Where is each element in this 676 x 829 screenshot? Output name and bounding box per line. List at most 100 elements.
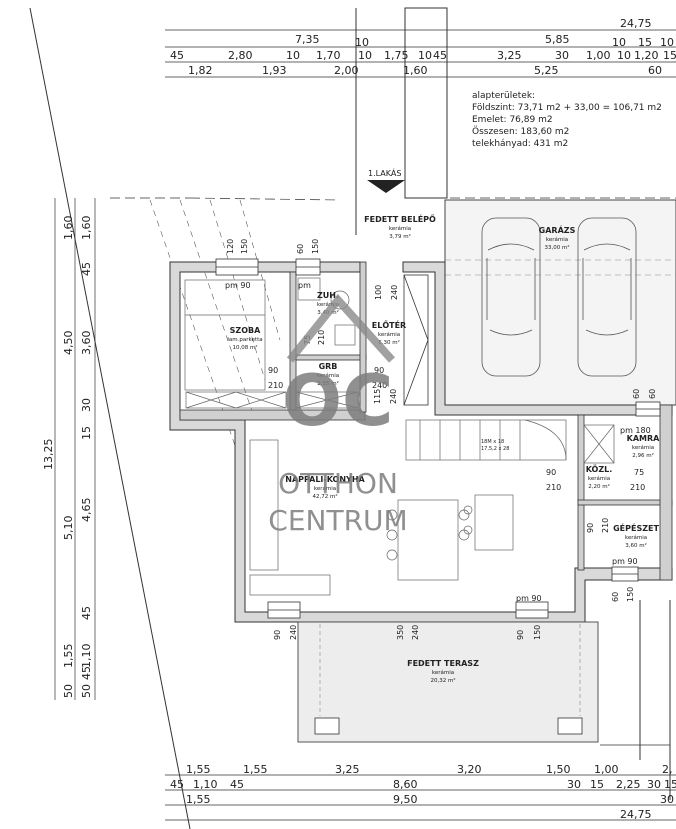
dim-label: 10 (660, 36, 674, 49)
dim-label: 30 (647, 778, 661, 791)
dim-label: 2, (662, 763, 673, 776)
opening-label: pm 90 (225, 281, 251, 290)
building-walls (169, 261, 673, 623)
dim-label: 15 (590, 778, 604, 791)
opening-label: 150 (311, 239, 320, 254)
stair-note: 18M x 18 (481, 439, 504, 445)
opening-label: 90 (546, 468, 556, 477)
dim-label: 1,93 (262, 64, 287, 77)
dim-label: 2,80 (228, 49, 253, 62)
dim-label: 3,25 (497, 49, 522, 62)
stair-note: 17,5,2 x 28 (481, 446, 509, 452)
dim-label: 45 (230, 778, 244, 791)
area-info-line: Összesen: 183,60 m2 (472, 126, 569, 137)
room-name: NAPPALI-KONYHA (285, 475, 365, 484)
top-dimension-labels: 24,75 7,35 10 5,85 10 15 10 45 2,80 10 1… (170, 17, 676, 77)
dim-label: 1,82 (188, 64, 213, 77)
dim-label: 1,00 (586, 49, 611, 62)
left-dimension-labels: 13,25 1,60 4,50 5,10 1,55 50 1,60 45 3,6… (42, 216, 93, 699)
watermark-line1: OTTHON (278, 467, 398, 500)
terrace (297, 621, 599, 743)
room-name: SZOBA (230, 326, 261, 335)
plot-boundary (29, 7, 676, 829)
opening-label: pm (298, 281, 311, 290)
dim-label: 50 (62, 684, 75, 698)
watermark-logo: OC (283, 360, 394, 442)
dim-label: 45 (80, 606, 93, 620)
dim-label: 15 (664, 778, 676, 791)
bottom-dimension-labels: 1,55 1,55 3,25 3,20 1,50 1,00 2, 45 1,10… (170, 763, 676, 821)
dimension-lines-bottom (165, 774, 676, 821)
dim-label: 2,25 (616, 778, 641, 791)
dim-label: 1,55 (186, 763, 211, 776)
area-info-line: Földszint: 73,71 m2 + 33,00 = 106,71 m2 (472, 103, 662, 113)
room-area: 20,32 m² (430, 677, 455, 684)
dim-label: 1,55 (243, 763, 268, 776)
room-name: ELŐTÉR (372, 319, 406, 330)
opening-label: 100 (374, 285, 383, 300)
dim-label: 45 (170, 49, 184, 62)
dim-label: 1,75 (384, 49, 409, 62)
home-logo-icon (286, 293, 395, 363)
area-info-line: telekhányad: 431 m2 (472, 139, 568, 149)
opening-label: 60 (648, 389, 657, 399)
opening-label: 90 (586, 523, 595, 533)
dim-label: 1,70 (316, 49, 341, 62)
dim-label: 9,50 (393, 793, 418, 806)
opening-label: 60 (611, 592, 620, 602)
opening-label: 210 (630, 483, 645, 492)
opening-label: pm 90 (516, 594, 542, 603)
dim-label: 15 (663, 49, 676, 62)
room-area: 42,72 m² (312, 493, 337, 500)
opening-label: 240 (289, 625, 298, 640)
room-area: 6,30 m² (378, 339, 400, 346)
room-area: 2,96 m² (632, 452, 654, 459)
dim-label: 1,55 (62, 644, 75, 669)
dim-label: 3,20 (457, 763, 482, 776)
car-icon (577, 217, 637, 377)
opening-label: pm 90 (612, 557, 638, 566)
area-info-heading: alapterületek: (472, 91, 535, 101)
room-area: 2,20 m² (588, 483, 610, 490)
opening-label: 150 (626, 587, 635, 602)
dim-label: 4,65 (80, 498, 93, 523)
dim-label: 15 (80, 426, 93, 440)
room-material: kerámia (389, 225, 411, 232)
room-area: 2,55 m² (317, 380, 339, 387)
opening-labels: 120 150 60 150 pm 90 pm 100 240 75 210 9… (225, 239, 657, 640)
entrance-label: 1.LAKÁS (368, 167, 401, 178)
opening-label: 210 (317, 330, 326, 345)
opening-label: 150 (533, 625, 542, 640)
room-material: kerámia (625, 534, 647, 541)
area-info: alapterületek: Földszint: 73,71 m2 + 33,… (472, 91, 662, 149)
dim-label: 7,35 (295, 33, 320, 46)
opening-label: 90 (374, 366, 384, 375)
dim-label: 45 (170, 778, 184, 791)
room-name: FEDETT BELÉPŐ (364, 213, 436, 224)
overall-height-left: 13,25 (42, 439, 55, 471)
dim-label: 10 (358, 49, 372, 62)
dim-label: 50 (80, 684, 93, 698)
dim-label: 30 (555, 49, 569, 62)
room-material: kerámia (378, 331, 400, 338)
furniture (184, 277, 615, 596)
dimension-lines-left (54, 198, 96, 700)
opening-label: 90 (268, 366, 278, 375)
opening-label: 75 (634, 468, 644, 477)
opening-label: 115 (373, 389, 382, 404)
dim-label: 30 (80, 398, 93, 412)
dim-label: 1,60 (62, 216, 75, 241)
opening-label: 210 (546, 483, 561, 492)
garage (444, 199, 676, 406)
dim-label: 10 (286, 49, 300, 62)
dim-label: 3,25 (335, 763, 360, 776)
room-name: GARÁZS (539, 224, 576, 235)
opening-label: 150 (240, 239, 249, 254)
window-marks (215, 258, 661, 619)
opening-label: pm 180 (620, 426, 651, 435)
opening-label: 210 (601, 518, 610, 533)
dim-label: 30 (660, 793, 674, 806)
watermark-line2: CENTRUM (268, 504, 407, 537)
dim-label: 10 (617, 49, 631, 62)
